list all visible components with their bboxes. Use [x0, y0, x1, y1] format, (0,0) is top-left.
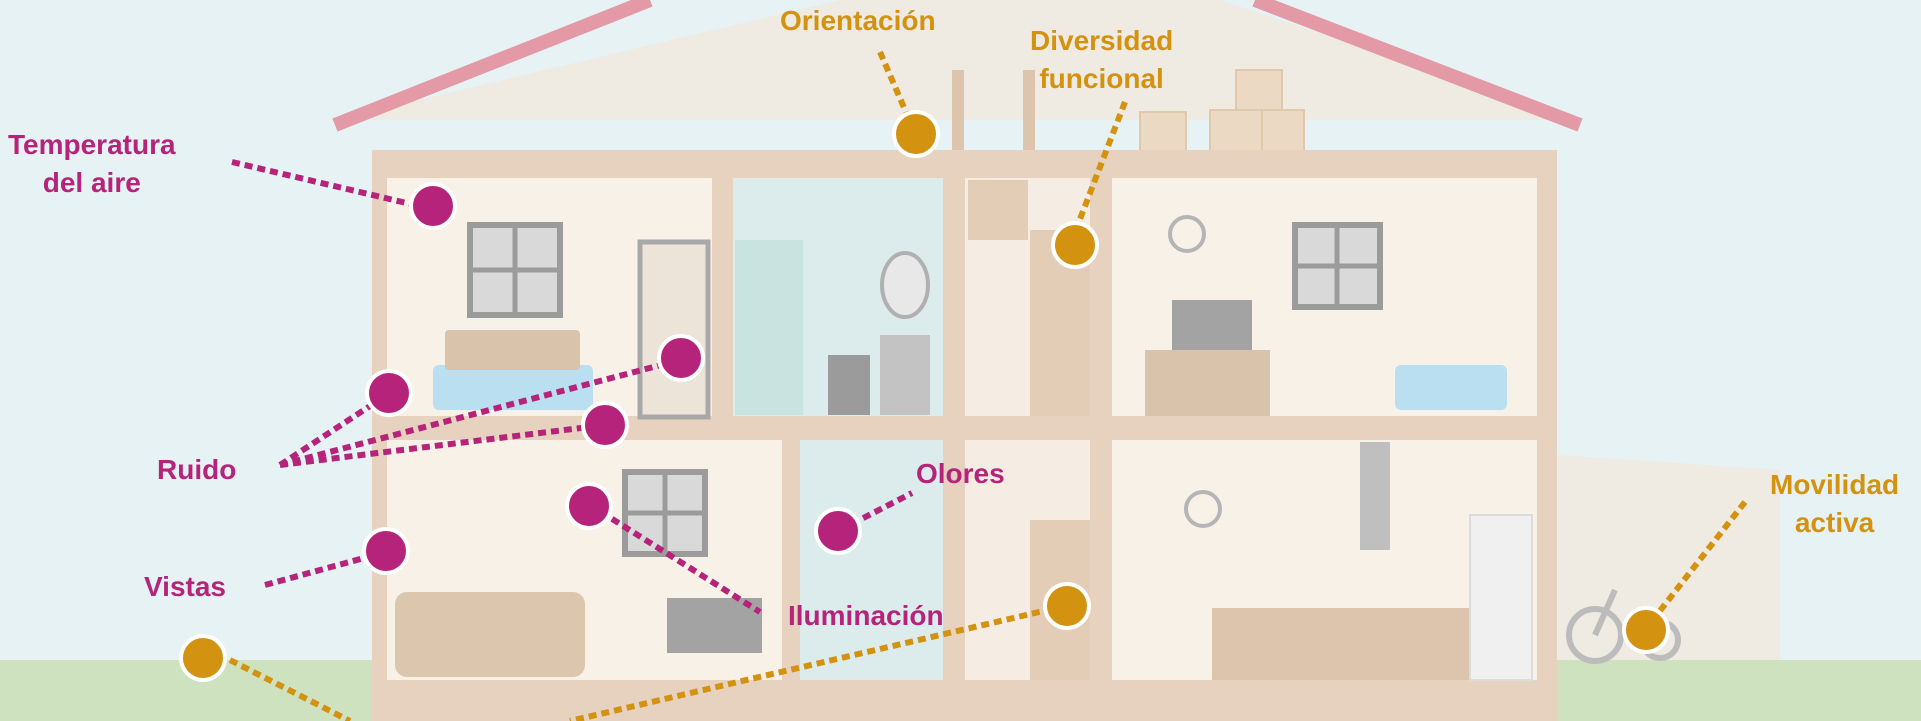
label-movilidad-line1: Movilidad [1770, 469, 1900, 500]
label-vistas: Vistas [144, 568, 226, 606]
marker-bottom-center [1043, 582, 1091, 630]
label-orientacion-text: Orientación [780, 5, 936, 36]
markers-magenta [362, 182, 862, 575]
desk [1145, 350, 1270, 416]
sink [880, 335, 930, 415]
garage [1557, 455, 1780, 660]
marker-bottom-left [179, 634, 227, 682]
clock-icon [1184, 490, 1222, 528]
label-olores: Olores [916, 455, 1005, 493]
label-diversidad-line2: funcional [1039, 63, 1164, 94]
label-olores-text: Olores [916, 458, 1005, 489]
bed-head [445, 330, 580, 370]
marker-ruido-1 [365, 369, 413, 417]
bed [433, 365, 593, 410]
marker-iluminacion [565, 482, 613, 530]
attic-post [952, 70, 964, 158]
window-bedroom [467, 222, 563, 318]
range-hood [1360, 442, 1390, 550]
label-diversidad-line1: Diversidad [1030, 25, 1174, 56]
monitor [1172, 300, 1252, 350]
label-iluminacion: Iluminación [788, 597, 944, 635]
marker-temperatura [409, 182, 457, 230]
fridge [1469, 514, 1533, 681]
attic-post [1023, 70, 1035, 158]
label-ruido-text: Ruido [157, 454, 237, 485]
marker-olores [814, 507, 862, 555]
toilet [828, 355, 870, 415]
label-temperatura-line2: del aire [42, 167, 141, 198]
label-orientacion: Orientación [780, 2, 936, 40]
kitchen-counter [1212, 608, 1472, 680]
mirror [880, 251, 930, 319]
window-living [622, 469, 708, 557]
label-diversidad-funcional: Diversidad funcional [1030, 22, 1173, 98]
office-bed [1395, 365, 1507, 410]
tv [667, 598, 762, 653]
house-base [372, 680, 1557, 721]
roof-edge-left [332, 0, 653, 132]
shower [735, 240, 803, 415]
marker-orientacion [892, 110, 940, 158]
label-movilidad-line2: activa [1794, 507, 1875, 538]
bookshelf [637, 239, 711, 420]
markers-amber [179, 110, 1670, 682]
label-vistas-text: Vistas [144, 571, 226, 602]
label-movilidad-activa: Movilidad activa [1770, 466, 1899, 542]
marker-vistas [362, 527, 410, 575]
window-office [1292, 222, 1383, 310]
leaders-amber [228, 50, 1748, 721]
roof-edge-right [1252, 0, 1583, 132]
label-iluminacion-text: Iluminación [788, 600, 944, 631]
marker-ruido-2 [657, 334, 705, 382]
marker-diversidad [1051, 221, 1099, 269]
marker-movilidad [1622, 606, 1670, 654]
label-temperatura-aire: Temperatura del aire [8, 126, 176, 202]
clock-icon [1168, 215, 1206, 253]
label-ruido: Ruido [157, 451, 236, 489]
sofa [395, 592, 585, 677]
marker-ruido-3 [581, 401, 629, 449]
label-temperatura-line1: Temperatura [8, 129, 176, 160]
